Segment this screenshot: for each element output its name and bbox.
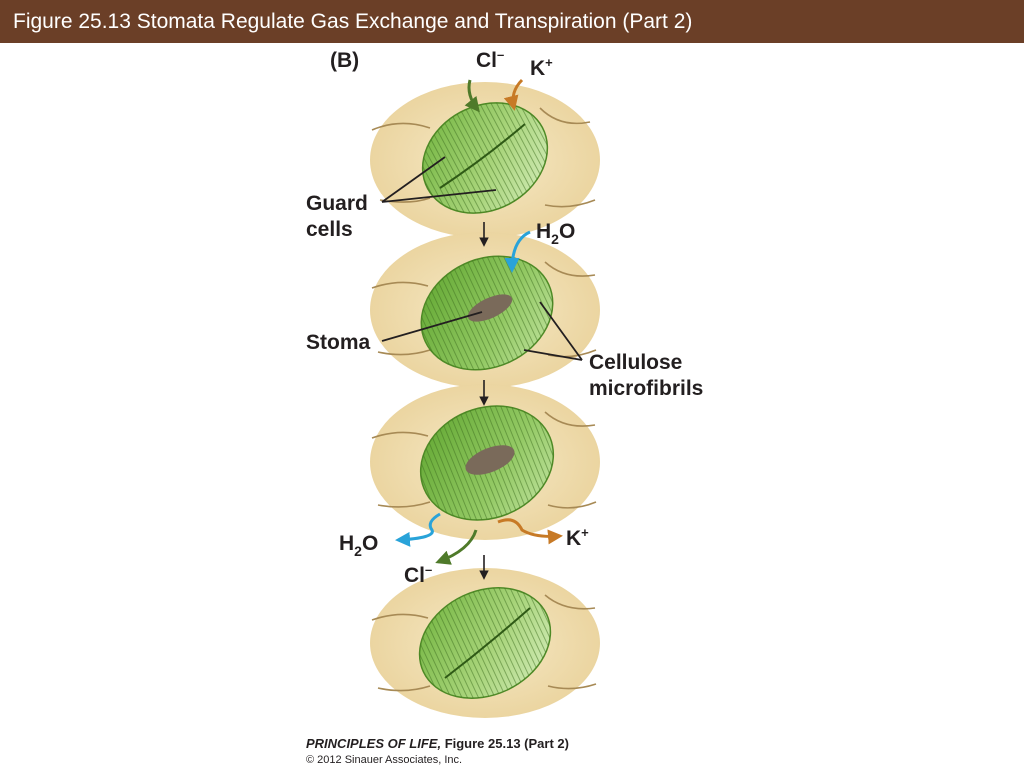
slide-title: Figure 25.13 Stomata Regulate Gas Exchan…	[0, 0, 1024, 43]
stoma-label: Stoma	[306, 331, 371, 354]
stomata-stage-2	[370, 232, 600, 388]
water-out-arrow	[395, 512, 441, 547]
credit-line: PRINCIPLES OF LIFE, Figure 25.13 (Part 2…	[306, 736, 569, 751]
stomata-stage-4	[370, 568, 600, 718]
chloride-out-label: Cl–	[404, 562, 432, 587]
leader-guard-cells-b	[381, 189, 497, 203]
cell-wall-lines-1	[371, 107, 596, 208]
cell-wall-lines-2	[371, 261, 597, 358]
potassium-in-label: K+	[530, 55, 553, 80]
potassium-in-arrow	[503, 78, 524, 111]
water-in-arrow	[504, 230, 531, 273]
copyright-line: © 2012 Sinauer Associates, Inc.	[306, 754, 462, 766]
chloride-in-label: Cl–	[476, 47, 504, 72]
potassium-out-arrow	[497, 518, 563, 545]
stoma-pore-3	[465, 445, 515, 475]
water-out-label: H2O	[339, 532, 378, 559]
leader-stoma	[381, 311, 483, 342]
closed-stoma-slit-4	[444, 607, 531, 679]
leader-cellulose-b	[523, 349, 583, 361]
stomata-stage-1	[370, 82, 600, 238]
cell-wall-lines-4	[371, 594, 597, 692]
panel-label: (B)	[330, 49, 359, 72]
cell-wall-lines-3	[371, 411, 597, 509]
leader-guard-cells-a	[381, 156, 446, 203]
water-in-label: H2O	[536, 220, 575, 247]
chloride-in-arrow	[464, 79, 480, 113]
chloride-out-arrow	[435, 529, 478, 565]
potassium-out-label: K+	[566, 525, 589, 550]
stoma-pore-2	[467, 294, 513, 322]
closed-stoma-slit-1	[439, 123, 526, 189]
leader-cellulose-a	[539, 301, 583, 361]
stomata-stage-3	[370, 384, 600, 540]
